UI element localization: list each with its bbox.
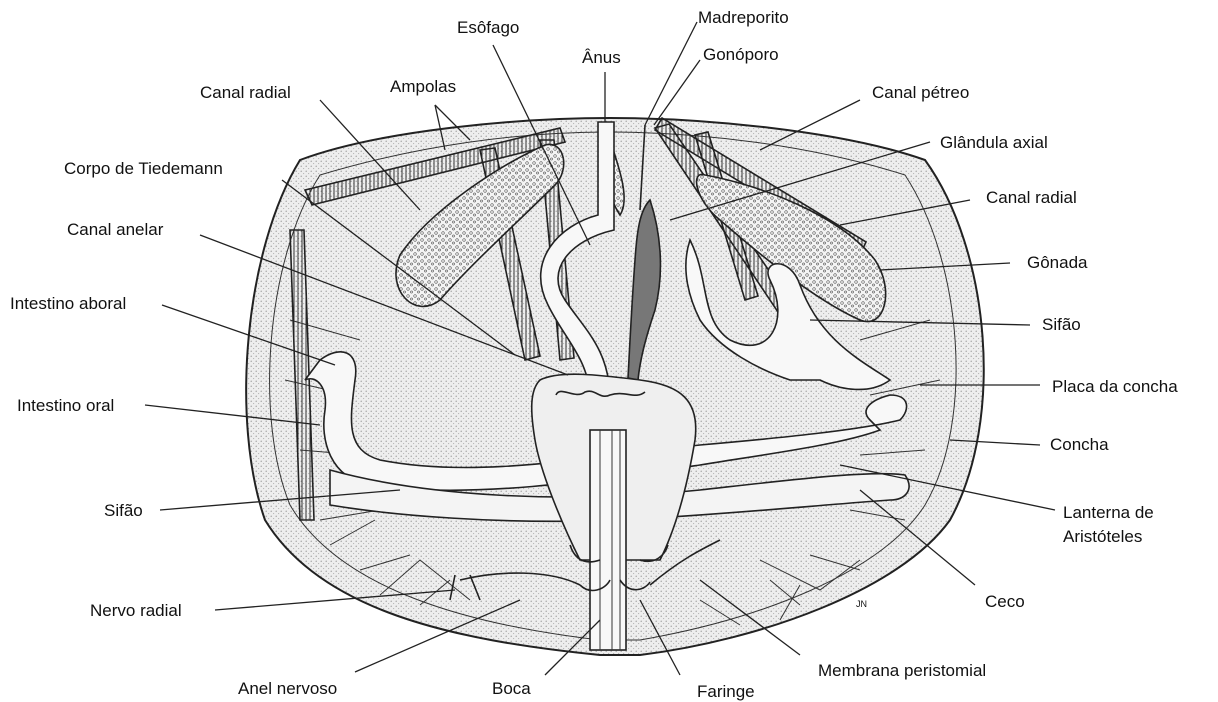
label-membrana-peristomial: Membrana peristomial (818, 661, 986, 680)
label-canal-anelar: Canal anelar (67, 220, 164, 239)
label-boca: Boca (492, 679, 531, 698)
label-lanterna-2: Aristóteles (1063, 527, 1142, 546)
label-canal-radial-left: Canal radial (200, 83, 291, 102)
label-corpo-tiedemann: Corpo de Tiedemann (64, 159, 223, 178)
label-ampolas: Ampolas (390, 77, 456, 96)
label-ceco: Ceco (985, 592, 1025, 611)
label-intestino-oral: Intestino oral (17, 396, 114, 415)
label-nervo-radial: Nervo radial (90, 601, 182, 620)
label-faringe: Faringe (697, 682, 755, 701)
label-esofago: Esôfago (457, 18, 519, 37)
label-gonoporo: Gonóporo (703, 45, 779, 64)
label-lanterna-1: Lanterna de (1063, 503, 1154, 522)
label-placa-concha: Placa da concha (1052, 377, 1178, 396)
label-intestino-aboral: Intestino aboral (10, 294, 126, 313)
label-anel-nervoso: Anel nervoso (238, 679, 337, 698)
artist-signature: JN (856, 599, 867, 609)
label-glandula-axial: Glândula axial (940, 133, 1048, 152)
label-sifao-left: Sifão (104, 501, 143, 520)
label-concha: Concha (1050, 435, 1109, 454)
label-anus: Ânus (582, 48, 621, 67)
label-gonada: Gônada (1027, 253, 1088, 272)
label-sifao-right: Sifão (1042, 315, 1081, 334)
label-canal-radial-right: Canal radial (986, 188, 1077, 207)
label-madreporito: Madreporito (698, 8, 789, 27)
label-canal-petreo: Canal pétreo (872, 83, 969, 102)
